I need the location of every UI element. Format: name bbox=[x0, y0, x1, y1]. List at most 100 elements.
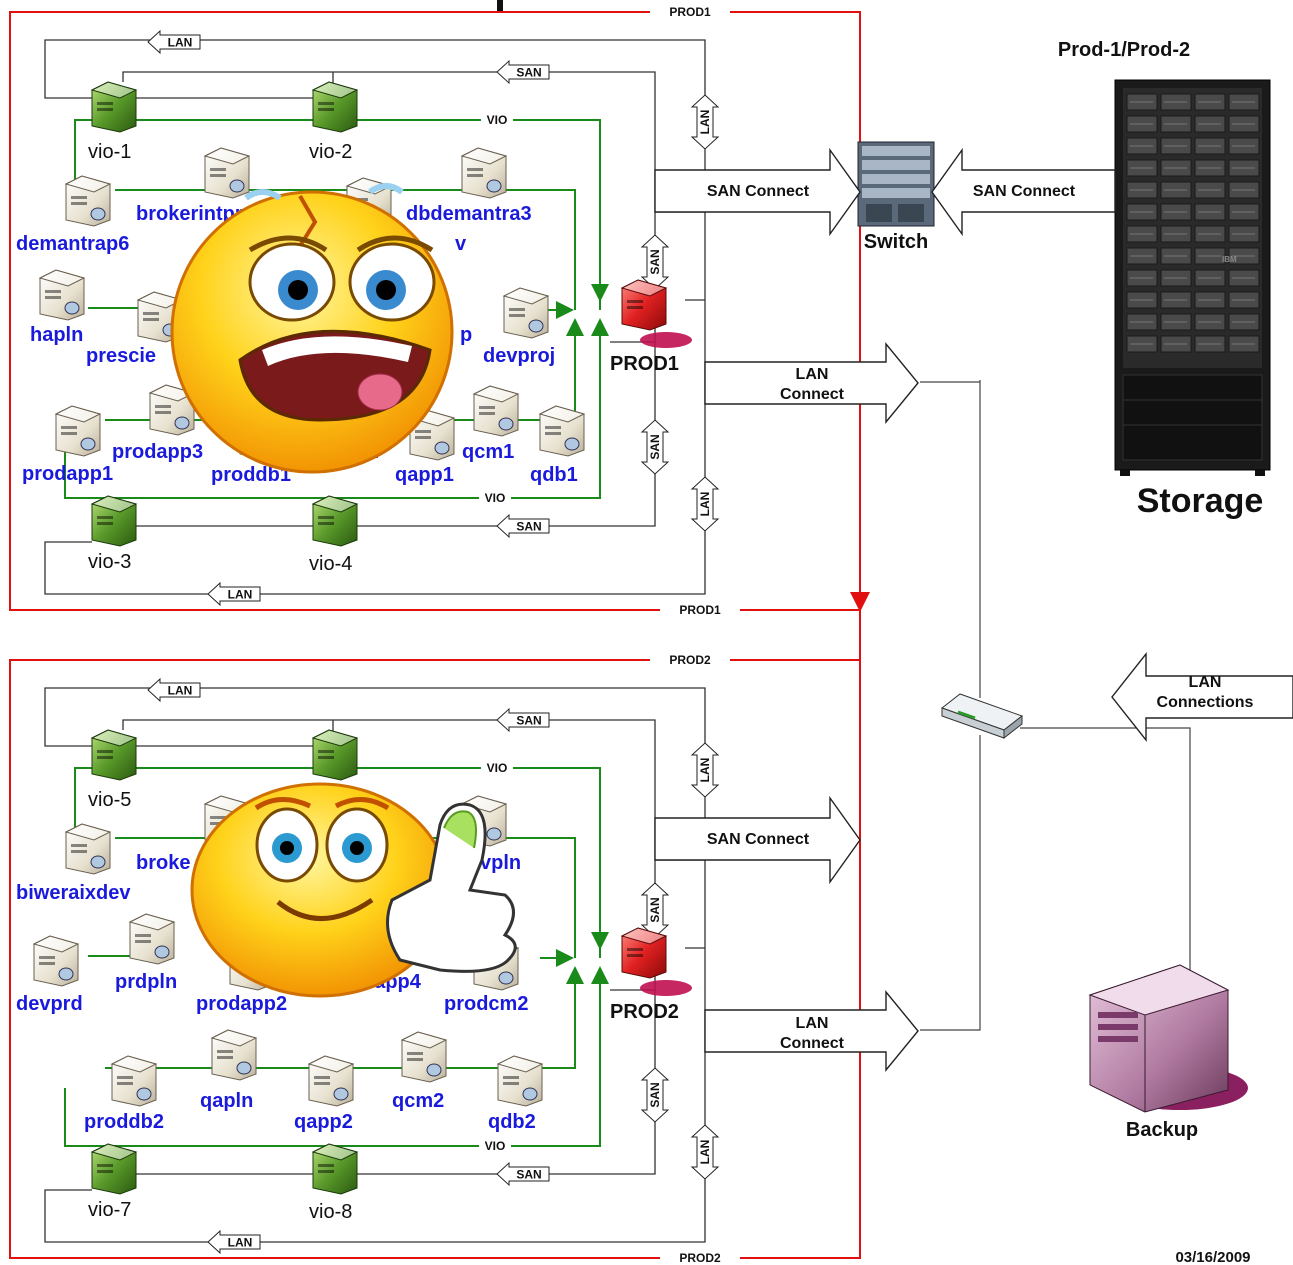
prod1-lan-tag-top: LAN bbox=[147, 29, 201, 55]
svg-text:LAN: LAN bbox=[698, 492, 712, 517]
lpar-server-icon bbox=[110, 1055, 158, 1107]
prod2-lan-tag-v2: LAN bbox=[690, 1124, 720, 1180]
lpar-server-icon bbox=[148, 384, 196, 436]
vio-label: vio-2 bbox=[309, 141, 352, 163]
host-label: qapp1 bbox=[395, 464, 454, 486]
host-label: hapln bbox=[30, 324, 83, 346]
vio-label: vio-1 bbox=[88, 141, 131, 163]
prod2-san-tag-top: SAN bbox=[496, 707, 550, 733]
host-label: prdpln bbox=[115, 971, 177, 993]
vio-label: vio-7 bbox=[88, 1199, 131, 1221]
svg-text:LAN: LAN bbox=[228, 1236, 253, 1250]
lpar-server-icon bbox=[460, 147, 508, 199]
switch-label: Switch bbox=[864, 231, 928, 253]
host-label: qapp2 bbox=[294, 1111, 353, 1133]
host-label: biweraixdev bbox=[16, 882, 131, 904]
lpar-server-icon bbox=[54, 405, 102, 457]
svg-text:SAN: SAN bbox=[516, 66, 541, 80]
prod2-san-tag-bottom: SAN bbox=[496, 1161, 550, 1187]
svg-text:LAN: LAN bbox=[1189, 674, 1222, 691]
lpar-server-icon bbox=[38, 269, 86, 321]
storage-label: Storage bbox=[1137, 482, 1264, 520]
svg-text:LAN: LAN bbox=[168, 36, 193, 50]
prod1-lan-tag-bottom: LAN bbox=[207, 581, 261, 607]
host-label: demantrap6 bbox=[16, 233, 129, 255]
backup-label: Backup bbox=[1126, 1119, 1198, 1141]
prod2-server-icon bbox=[620, 927, 692, 996]
prod1-vio-label-0: VIO bbox=[487, 113, 508, 127]
diagram-title: Prod-1/Prod-2 bbox=[1058, 39, 1190, 61]
prod2-san-tag-v2: SAN bbox=[640, 1067, 670, 1123]
prod1-frame-label-bottom: PROD1 bbox=[679, 603, 721, 617]
vio-label: vio-5 bbox=[88, 789, 131, 811]
svg-text:LAN: LAN bbox=[698, 1140, 712, 1165]
lpar-server-icon bbox=[472, 385, 520, 437]
date-label: 03/16/2009 bbox=[1175, 1249, 1250, 1265]
lpar-server-icon bbox=[32, 935, 80, 987]
lan-connect-arrow-prod1: LAN Connect bbox=[704, 342, 919, 424]
svg-text:Connect: Connect bbox=[780, 386, 845, 403]
svg-text:SAN: SAN bbox=[516, 520, 541, 534]
vio-server-icon bbox=[311, 729, 359, 781]
svg-text:SAN: SAN bbox=[648, 897, 662, 922]
svg-text:SAN: SAN bbox=[648, 1082, 662, 1107]
san-connect-arrow-prod2: SAN Connect bbox=[654, 795, 861, 885]
svg-text:LAN: LAN bbox=[228, 588, 253, 602]
lpar-server-icon bbox=[128, 913, 176, 965]
host-label: p bbox=[460, 324, 472, 346]
lpar-server-icon bbox=[64, 823, 112, 875]
prod1-san-tag-top: SAN bbox=[496, 59, 550, 85]
lpar-server-icon bbox=[64, 175, 112, 227]
prod1-san-tag-v1: SAN bbox=[640, 234, 670, 290]
host-label: prodapp1 bbox=[22, 463, 113, 485]
host-label: vpln bbox=[480, 852, 521, 874]
vio-server-icon bbox=[311, 81, 359, 133]
prod1-frame-label-top: PROD1 bbox=[669, 5, 711, 19]
prod2-frame bbox=[9, 659, 861, 1259]
vio-server-icon bbox=[90, 81, 138, 133]
prod2-lan-tag-v1: LAN bbox=[690, 742, 720, 798]
svg-text:SAN Connect: SAN Connect bbox=[973, 183, 1076, 200]
lan-connections-arrow: LAN Connections bbox=[1111, 651, 1293, 743]
svg-text:LAN: LAN bbox=[698, 758, 712, 783]
prod1-frame bbox=[9, 11, 861, 611]
lpar-server-icon bbox=[496, 1055, 544, 1107]
san-connect-arrow-prod1: SAN Connect bbox=[654, 147, 861, 237]
lpar-server-icon bbox=[400, 1031, 448, 1083]
prod2-server-label: PROD2 bbox=[610, 1001, 679, 1023]
prod1-server-label: PROD1 bbox=[610, 353, 679, 375]
san-connect-arrow-storage: SAN Connect bbox=[931, 147, 1116, 237]
prod2-lan-tag-bottom: LAN bbox=[207, 1229, 261, 1255]
svg-text:SAN: SAN bbox=[648, 434, 662, 459]
host-label: qdb2 bbox=[488, 1111, 536, 1133]
vio-server-icon bbox=[311, 495, 359, 547]
lan-connect-arrow-prod2: LAN Connect bbox=[704, 990, 919, 1072]
prod1-server-icon bbox=[620, 279, 692, 348]
lpar-server-icon bbox=[307, 1055, 355, 1107]
svg-text:SAN: SAN bbox=[648, 249, 662, 274]
lan-hub-icon bbox=[940, 693, 1024, 740]
vio-label: vio-8 bbox=[309, 1201, 352, 1223]
vio-label: vio-3 bbox=[88, 551, 131, 573]
svg-text:Connections: Connections bbox=[1157, 694, 1254, 711]
prod1-section: PROD1PROD1LANSANSANLANLANSANSANLANVIOVIO… bbox=[9, 5, 861, 617]
thumbs-up-face-icon bbox=[190, 782, 517, 998]
right-connections bbox=[497, 0, 1191, 1031]
host-label: qcm2 bbox=[392, 1090, 444, 1112]
vio-server-icon bbox=[90, 1143, 138, 1195]
host-label: qdb1 bbox=[530, 464, 578, 486]
svg-text:LAN: LAN bbox=[796, 366, 829, 383]
svg-text:LAN: LAN bbox=[698, 110, 712, 135]
host-label: proddb1 bbox=[211, 464, 291, 486]
prod1-san-tag-bottom: SAN bbox=[496, 513, 550, 539]
svg-text:SAN: SAN bbox=[516, 1168, 541, 1182]
host-label: prescie bbox=[86, 345, 156, 367]
prod1-san-tag-v2: SAN bbox=[640, 419, 670, 475]
host-label: dbdemantra3 bbox=[406, 203, 532, 225]
host-label: prodapp2 bbox=[196, 993, 287, 1015]
prod2-san-tag-v1: SAN bbox=[640, 882, 670, 938]
backup-server-icon bbox=[1088, 964, 1248, 1113]
host-label: prodcm2 bbox=[444, 993, 528, 1015]
svg-text:SAN: SAN bbox=[516, 714, 541, 728]
storage-rack: IBM bbox=[1114, 79, 1271, 476]
